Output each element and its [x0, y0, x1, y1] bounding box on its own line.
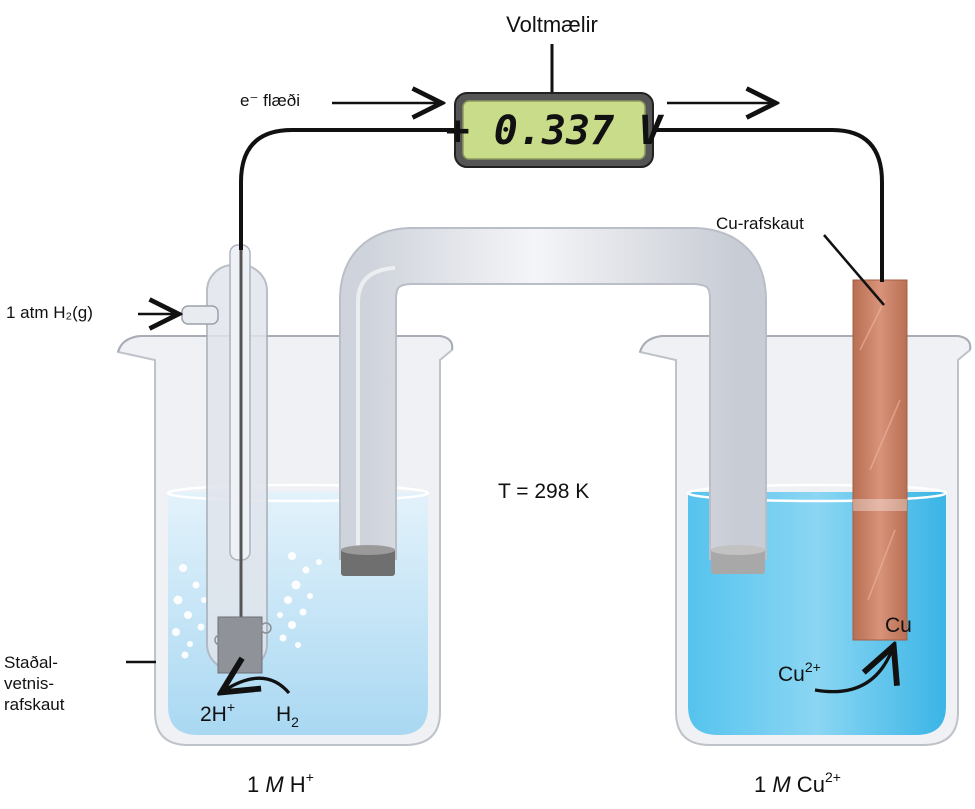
right-beaker	[638, 335, 972, 746]
gas-inlet-label: 1 atm H₂(g)	[6, 303, 93, 322]
left-wire	[239, 128, 458, 250]
hydrogen-electrode	[181, 244, 272, 674]
left-solution-surface	[166, 483, 430, 503]
left-reaction-reactant: H2	[276, 703, 299, 730]
voltmeter: + 0.337 V Voltmælir	[446, 12, 665, 168]
right-solution-surface	[686, 483, 948, 503]
right-reaction-reactant: Cu2+	[778, 659, 821, 686]
right-beaker-rim	[639, 335, 972, 353]
platinum-plate	[217, 616, 263, 674]
temperature-label: T = 298 K	[498, 480, 589, 503]
right-solution-label: 1 M Cu2+	[754, 769, 841, 797]
voltmeter-title: Voltmælir	[506, 12, 598, 37]
electrode-label-line-3: rafskaut	[4, 695, 65, 714]
salt-bridge-plug-left	[341, 548, 395, 576]
right-wire	[651, 128, 884, 282]
electron-flow-label: e⁻ flæði	[240, 91, 300, 110]
right-reaction-product: Cu	[885, 614, 912, 637]
hydrogen-bubbles	[172, 552, 322, 659]
left-reaction-product: 2H+	[200, 699, 235, 726]
electrode-label-line-2: vetnis-	[4, 674, 54, 693]
copper-label-pointer	[823, 234, 885, 306]
left-reaction-arrow	[225, 678, 291, 693]
salt-bridge	[339, 227, 767, 576]
copper-electrode	[852, 279, 908, 641]
left-solution-label: 1 M H+	[247, 769, 314, 797]
voltmeter-reading: + 0.337 V	[446, 108, 665, 154]
right-reaction-arrow	[814, 650, 892, 694]
copper-electrode-label: Cu-rafskaut	[716, 214, 804, 233]
electrode-label: Staðal- vetnis- rafskaut	[4, 653, 65, 714]
left-beaker-rim	[117, 335, 454, 353]
salt-bridge-plug-right	[711, 548, 765, 574]
gas-inlet	[181, 305, 219, 325]
voltmeter-display	[462, 100, 646, 160]
electrode-label-line-1: Staðal-	[4, 653, 58, 672]
left-beaker	[116, 335, 454, 746]
